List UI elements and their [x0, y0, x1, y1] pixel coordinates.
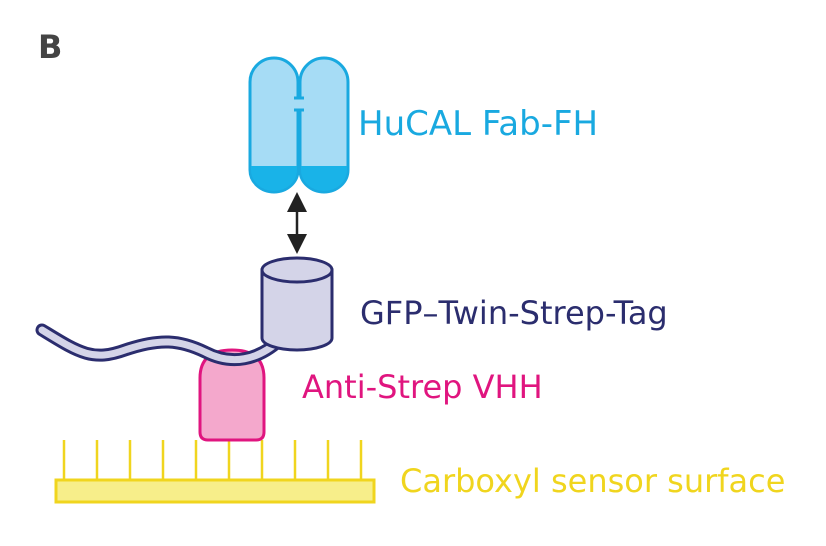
fab-label: HuCAL Fab-FH	[358, 104, 599, 144]
gfp-barrel	[260, 256, 334, 352]
fab-fragment	[248, 56, 350, 194]
gfp-label: GFP–Twin-Strep-Tag	[360, 294, 668, 332]
vhh-label: Anti-Strep VHH	[302, 368, 543, 406]
fab-constant-left	[251, 166, 297, 191]
sensor-surface	[54, 440, 376, 504]
panel-label: B	[38, 28, 63, 66]
surface-bristles	[62, 440, 363, 480]
surface-bar	[54, 478, 376, 504]
surface-label: Carboxyl sensor surface	[400, 462, 786, 500]
fab-constant-right	[301, 166, 347, 191]
strep-tag-strand-fill	[38, 326, 284, 364]
